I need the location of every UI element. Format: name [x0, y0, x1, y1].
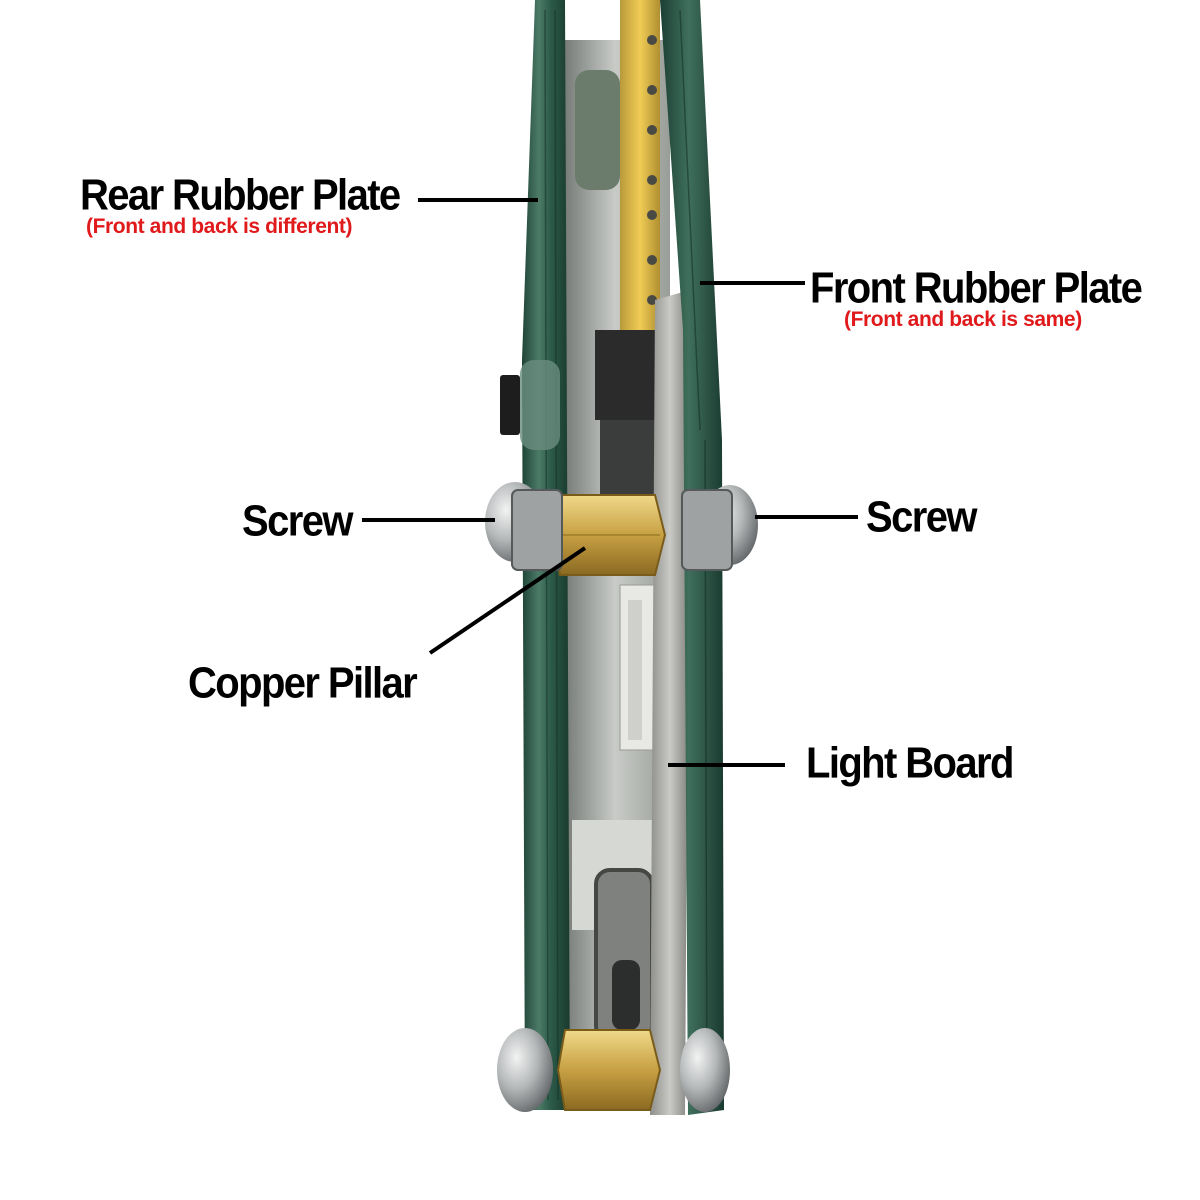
screw-right-lower: [680, 1028, 730, 1112]
rear-rubber-plate-label: Rear Rubber Plate: [80, 171, 401, 220]
copper-pillar-label: Copper Pillar: [188, 659, 418, 708]
screw-right-label: Screw: [866, 493, 977, 542]
light-board-label: Light Board: [806, 739, 1014, 788]
screw-left-lower: [497, 1028, 553, 1112]
leader-copper-pillar: [428, 546, 587, 655]
rear-rubber-plate-note: (Front and back is different): [86, 215, 353, 238]
copper-pillar-lower: [556, 1029, 662, 1111]
led-pcb-strip: [620, 0, 660, 330]
screw-left-upper: [485, 482, 563, 571]
front-rubber-plate-note: (Front and back is same): [844, 308, 1082, 331]
screw-left-label: Screw: [242, 497, 353, 546]
front-rubber-plate-label: Front Rubber Plate: [810, 264, 1143, 313]
screw-right-upper: [681, 485, 758, 571]
copper-pillar-upper: [550, 494, 667, 576]
light-board: [650, 290, 690, 1115]
